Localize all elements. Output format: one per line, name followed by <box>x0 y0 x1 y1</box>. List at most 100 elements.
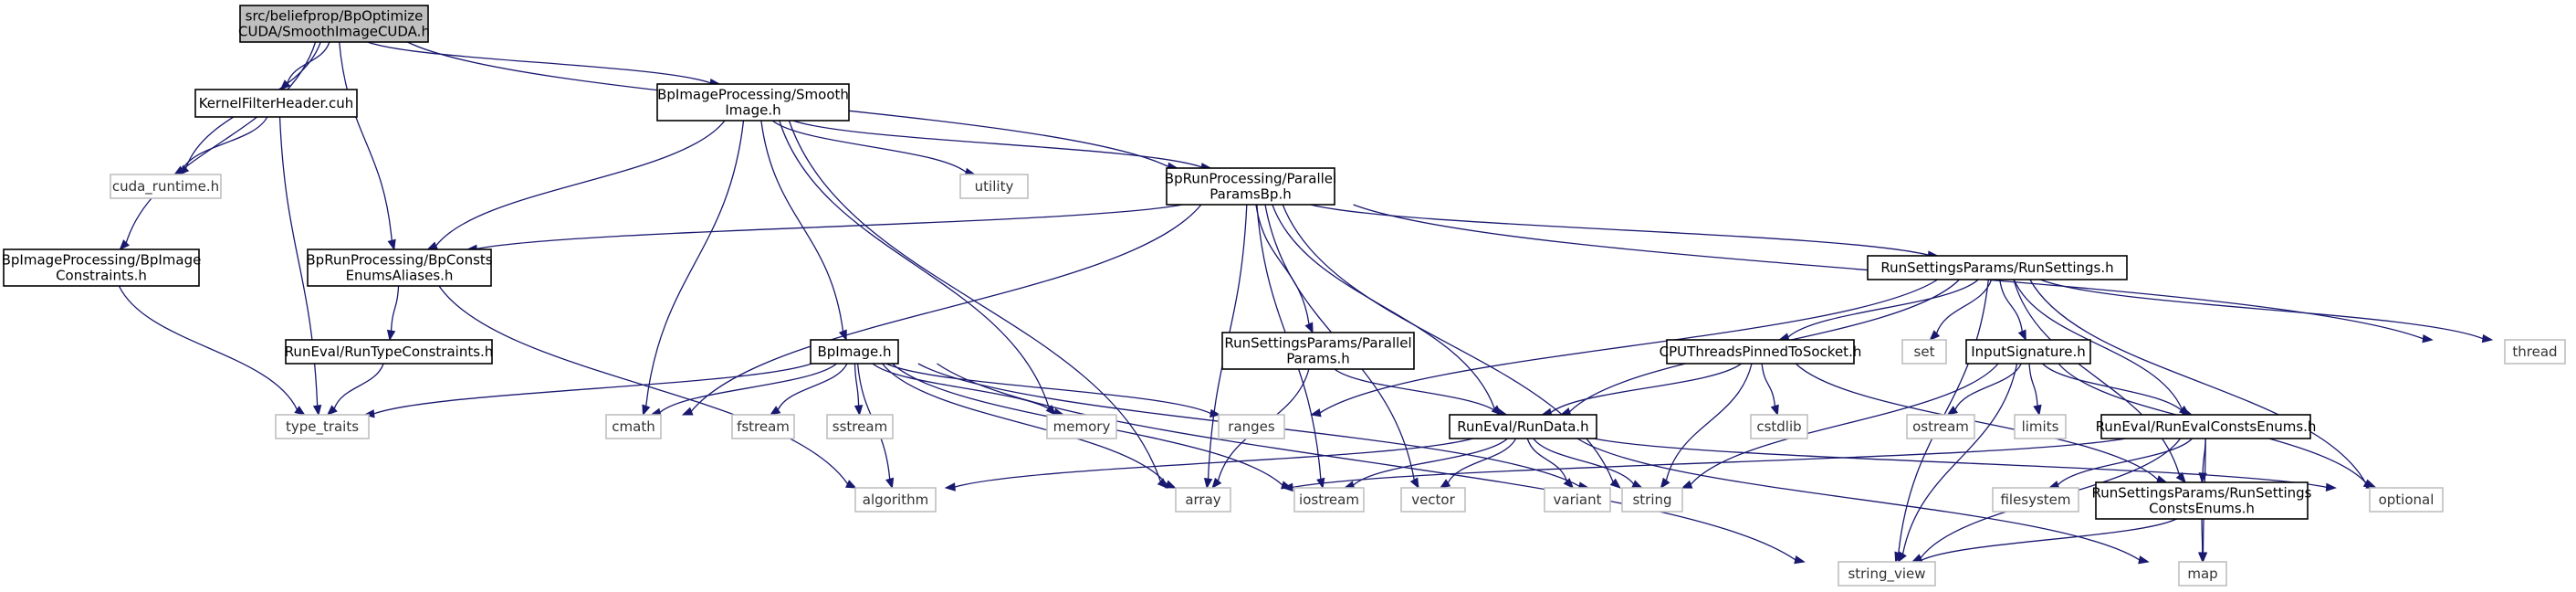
arrow-head-icon <box>2017 329 2026 342</box>
edge-line <box>182 116 268 171</box>
arrow-head-icon <box>312 404 322 417</box>
node-runevalenums[interactable]: RunEval/RunEvalConstsEnums.h <box>2096 414 2317 439</box>
node-rsenums[interactable]: RunSettingsParams/RunSettingsConstsEnums… <box>2092 481 2312 520</box>
arrow-head-icon <box>387 238 396 251</box>
edge-line <box>885 363 1211 415</box>
edge-rundata-to-variant <box>1526 438 1575 489</box>
node-variant: variant <box>1544 487 1611 513</box>
node-bpimage[interactable]: BpImage.h <box>810 339 899 365</box>
node-label: RunEval/RunEvalConstsEnums.h <box>2096 418 2317 435</box>
edge-line <box>1533 438 1635 485</box>
node-sstream: sstream <box>826 414 894 439</box>
node-label: sstream <box>832 418 887 435</box>
node-set: set <box>1901 339 1947 365</box>
arrow-head-icon <box>2138 555 2150 565</box>
edge-line <box>1999 279 2023 332</box>
edge-runsettings-to-cputhreads <box>1777 279 1979 342</box>
node-label: RunSettingsParams/RunSettings <box>2092 485 2312 502</box>
edge-line <box>2029 279 2367 484</box>
node-label: cstdlib <box>1756 418 1801 435</box>
edge-line <box>690 204 1202 412</box>
node-label: cmath <box>612 418 654 435</box>
edge-line <box>659 363 838 413</box>
arrow-head-icon <box>1563 478 1575 489</box>
edge-line <box>1787 279 1979 338</box>
arrow-head-icon <box>1770 404 1779 417</box>
edge-cputhreads-to-string <box>1660 363 1753 490</box>
node-runsettings[interactable]: RunSettingsParams/RunSettings.h <box>1867 255 2128 280</box>
node-smooth[interactable]: BpImageProcessing/SmoothImage.h <box>656 83 850 122</box>
node-box <box>1544 487 1611 513</box>
edge-line <box>1447 438 1517 483</box>
node-utility: utility <box>959 174 1029 199</box>
edge-line <box>2013 279 2181 476</box>
arrow-head-icon <box>363 409 375 418</box>
edge-line <box>1526 438 1568 481</box>
node-box <box>1992 487 2079 513</box>
node-label: optional <box>2379 492 2435 508</box>
node-label: string <box>1632 492 1671 508</box>
arrow-head-icon <box>326 405 338 416</box>
node-box <box>2100 414 2311 439</box>
edge-parallel-to-rsparallel <box>1255 204 1314 334</box>
node-kernel[interactable]: KernelFilterHeader.cuh <box>194 89 358 118</box>
edge-bpimgcons-to-type_traits <box>118 285 306 416</box>
node-label: limits <box>2022 418 2059 435</box>
node-root[interactable]: src/beliefprop/BpOptimizeCUDA/SmoothImag… <box>238 5 430 43</box>
node-label: BpImageProcessing/BpImage <box>2 252 202 269</box>
node-runtype[interactable]: RunEval/RunTypeConstraints.h <box>285 339 494 365</box>
edge-cputhreads-to-cstdlib <box>1761 363 1779 417</box>
arrow-head-icon <box>1929 330 1941 341</box>
node-thread: thread <box>2504 339 2566 365</box>
edge-root-to-consts <box>339 41 396 251</box>
edge-line <box>1334 368 1499 413</box>
node-box <box>1218 414 1285 439</box>
node-box <box>3 248 200 287</box>
edge-smooth-to-consts <box>426 120 726 250</box>
node-label: Constraints.h <box>56 268 147 284</box>
arrow-head-icon <box>1631 480 1643 489</box>
edge-runtype-to-type_traits <box>326 363 384 416</box>
edge-bpimage-to-ranges <box>885 363 1221 418</box>
edge-line <box>1292 438 2126 489</box>
edge-rundata-to-vector <box>1439 438 1517 489</box>
node-label: BpImageProcessing/Smooth <box>657 87 849 103</box>
arrow-head-icon <box>1209 408 1221 418</box>
node-box <box>1175 487 1231 513</box>
node-inputsig[interactable]: InputSignature.h <box>1965 339 2091 365</box>
arrow-head-icon <box>2033 404 2042 417</box>
node-label: set <box>1914 344 1935 360</box>
node-label: EnumsAliases.h <box>346 268 454 284</box>
arrow-head-icon <box>2197 552 2207 564</box>
edge-line <box>476 204 1183 250</box>
node-box <box>1400 487 1466 513</box>
node-box <box>1906 414 1975 439</box>
edge-runevalenums-to-filesystem <box>2047 438 2194 490</box>
node-iostream: iostream <box>1293 487 1365 513</box>
node-map: map <box>2178 561 2227 587</box>
node-cputhreads[interactable]: CPUThreadsPinnedToSocket.h <box>1660 339 1862 365</box>
node-label: BpRunProcessing/Parallel <box>1165 171 1336 187</box>
arrow-head-icon <box>426 241 439 250</box>
node-label: string_view <box>1848 566 1925 583</box>
edge-rsenums-to-map <box>2197 518 2207 564</box>
node-limits: limits <box>2014 414 2067 439</box>
arrow-head-icon <box>2175 471 2186 484</box>
edge-rsparallel-to-rundata <box>1334 368 1508 417</box>
arrow-head-icon <box>1157 478 1168 489</box>
edge-line <box>118 285 298 410</box>
node-box <box>1750 414 1808 439</box>
edge-line <box>333 363 384 409</box>
arrow-head-icon <box>2325 482 2337 492</box>
node-label: map <box>2187 566 2217 582</box>
edge-bpimage-to-cmath <box>650 363 838 417</box>
arrow-head-icon <box>119 239 131 250</box>
node-optional: optional <box>2369 487 2444 513</box>
node-label: cuda_runtime.h <box>112 178 219 196</box>
node-rundata[interactable]: RunEval/RunData.h <box>1449 414 1597 439</box>
node-box <box>1046 414 1117 439</box>
